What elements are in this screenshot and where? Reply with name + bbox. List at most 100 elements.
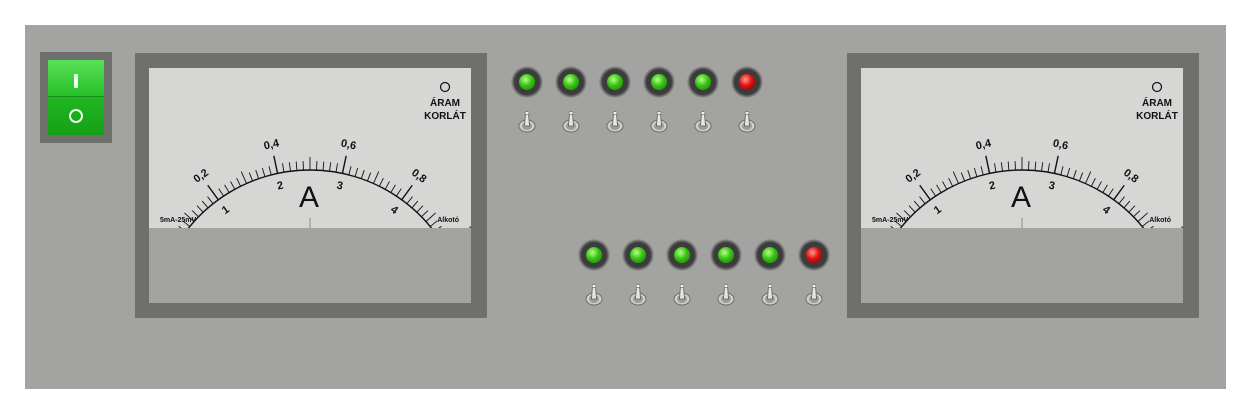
- ammeter-right-lower-window: [861, 228, 1183, 303]
- maker-label: Alkotó: [437, 217, 459, 224]
- dial-tick: [191, 210, 199, 218]
- dial-tick: [421, 210, 429, 218]
- dial-tick: [952, 171, 959, 184]
- toggle-switch[interactable]: [606, 109, 624, 133]
- toggle-switch[interactable]: [562, 109, 580, 133]
- toggle-switch[interactable]: [673, 282, 691, 306]
- dial-tick: [406, 196, 413, 205]
- dial-tick: [903, 210, 911, 218]
- dial-tick: [178, 225, 182, 228]
- dial-tick: [395, 188, 402, 197]
- ammeter-left-dial: 0 0,2 0,4 0,6 0,8 1A 0 1 2 3 4 5A A ÁR: [149, 68, 471, 228]
- lamp-unit: [687, 66, 719, 138]
- indicator-lamp-green: [687, 66, 719, 98]
- dial-tick: [1090, 178, 1096, 187]
- dial-ticks: [178, 155, 442, 228]
- dial-tick: [1085, 171, 1092, 184]
- indicator-lamp-green: [754, 239, 786, 271]
- power-off-circle-icon: [69, 109, 83, 123]
- dial-tick: [994, 163, 997, 173]
- lamp-unit: [555, 66, 587, 138]
- lower-scale-label: 2: [988, 180, 996, 193]
- toggle-switch[interactable]: [629, 282, 647, 306]
- lower-scale-label: 3: [1048, 180, 1056, 193]
- ammeter-right-dial-svg: 0 0,2 0,4 0,6 0,8 1A 0 1 2 3 4 5A A ÁR: [861, 81, 1183, 228]
- dial-tick: [1007, 161, 1010, 171]
- dial-tick: [425, 212, 436, 222]
- lower-scale-label: 2: [276, 180, 284, 193]
- dial-tick: [341, 155, 347, 174]
- dial-ticks: [890, 155, 1154, 228]
- dial-tick: [322, 161, 325, 171]
- dial-tick: [896, 212, 907, 222]
- dial-tick: [1047, 163, 1050, 173]
- power-rocker-switch[interactable]: [48, 60, 104, 135]
- lamp-bulb: [630, 247, 646, 263]
- dial-tick: [384, 181, 390, 190]
- dial-tick: [1034, 161, 1037, 171]
- dial-tick: [401, 184, 413, 201]
- toggle-switch[interactable]: [585, 282, 603, 306]
- lower-scale-label: 3: [336, 180, 344, 193]
- dial-tick: [390, 184, 396, 193]
- dial-tick: [913, 200, 921, 209]
- dial-tick: [973, 167, 978, 177]
- lower-scale-label: 1: [932, 204, 944, 217]
- toggle-switch[interactable]: [738, 109, 756, 133]
- toggle-switch[interactable]: [717, 282, 735, 306]
- dial-tick: [1079, 172, 1084, 182]
- lamp-unit: [643, 66, 675, 138]
- toggle-switch[interactable]: [761, 282, 779, 306]
- upper-scale-label: 0,2: [191, 167, 210, 186]
- lamp-bulb: [563, 74, 579, 90]
- dial-tick: [360, 170, 365, 179]
- dial-tick: [261, 167, 266, 177]
- dial-tick: [295, 161, 298, 171]
- dial-tick: [255, 170, 260, 179]
- dial-tick: [1107, 188, 1114, 197]
- indicator-lamp-green: [599, 66, 631, 98]
- dial-tick: [335, 163, 338, 173]
- control-panel: 0 0,2 0,4 0,6 0,8 1A 0 1 2 3 4 5A A ÁR: [25, 25, 1226, 389]
- lamp-bulb: [586, 247, 602, 263]
- dial-tick: [218, 188, 225, 197]
- dial-tick: [207, 196, 214, 205]
- upper-scale-label: 0,4: [263, 137, 281, 152]
- circle-outline-icon: [439, 81, 451, 93]
- dial-tick: [236, 178, 242, 187]
- indicator-lamp-green: [643, 66, 675, 98]
- dial-tick: [282, 163, 285, 173]
- lamp-bulb: [695, 74, 711, 90]
- indicator-lamp-green: [555, 66, 587, 98]
- toggle-switch[interactable]: [805, 282, 823, 306]
- lower-scale-label: 4: [1100, 204, 1113, 218]
- circle-outline-icon: [1151, 81, 1163, 93]
- dial-tick: [416, 205, 424, 213]
- scale-arc: [899, 169, 1145, 228]
- power-on-line-icon: [74, 74, 78, 88]
- dial-tick: [248, 172, 253, 182]
- dial-tick: [1000, 162, 1003, 172]
- dial-tick: [354, 167, 359, 177]
- toggle-switch[interactable]: [694, 109, 712, 133]
- ammeter-left-lower-window: [149, 228, 471, 303]
- dial-tick: [182, 220, 191, 227]
- ammeter-right: 0 0,2 0,4 0,6 0,8 1A 0 1 2 3 4 5A A ÁR: [847, 53, 1199, 318]
- indicator-lamp-green: [666, 239, 698, 271]
- dial-tick: [985, 155, 991, 174]
- upper-scale-label: 0,2: [903, 167, 922, 186]
- lamp-unit: [754, 239, 786, 311]
- lamp-bulb: [651, 74, 667, 90]
- dial-tick: [288, 162, 291, 172]
- lower-scale-label: 1: [220, 204, 232, 217]
- dial-tick: [894, 220, 903, 227]
- dial-tick: [378, 178, 384, 187]
- dial-tick: [329, 162, 332, 172]
- toggle-switch[interactable]: [518, 109, 536, 133]
- toggle-switch[interactable]: [650, 109, 668, 133]
- lamp-unit: [798, 239, 830, 311]
- lamp-bulb: [519, 74, 535, 90]
- indicator-lamp-green: [578, 239, 610, 271]
- lamp-bulb: [674, 247, 690, 263]
- dial-tick: [1053, 155, 1059, 174]
